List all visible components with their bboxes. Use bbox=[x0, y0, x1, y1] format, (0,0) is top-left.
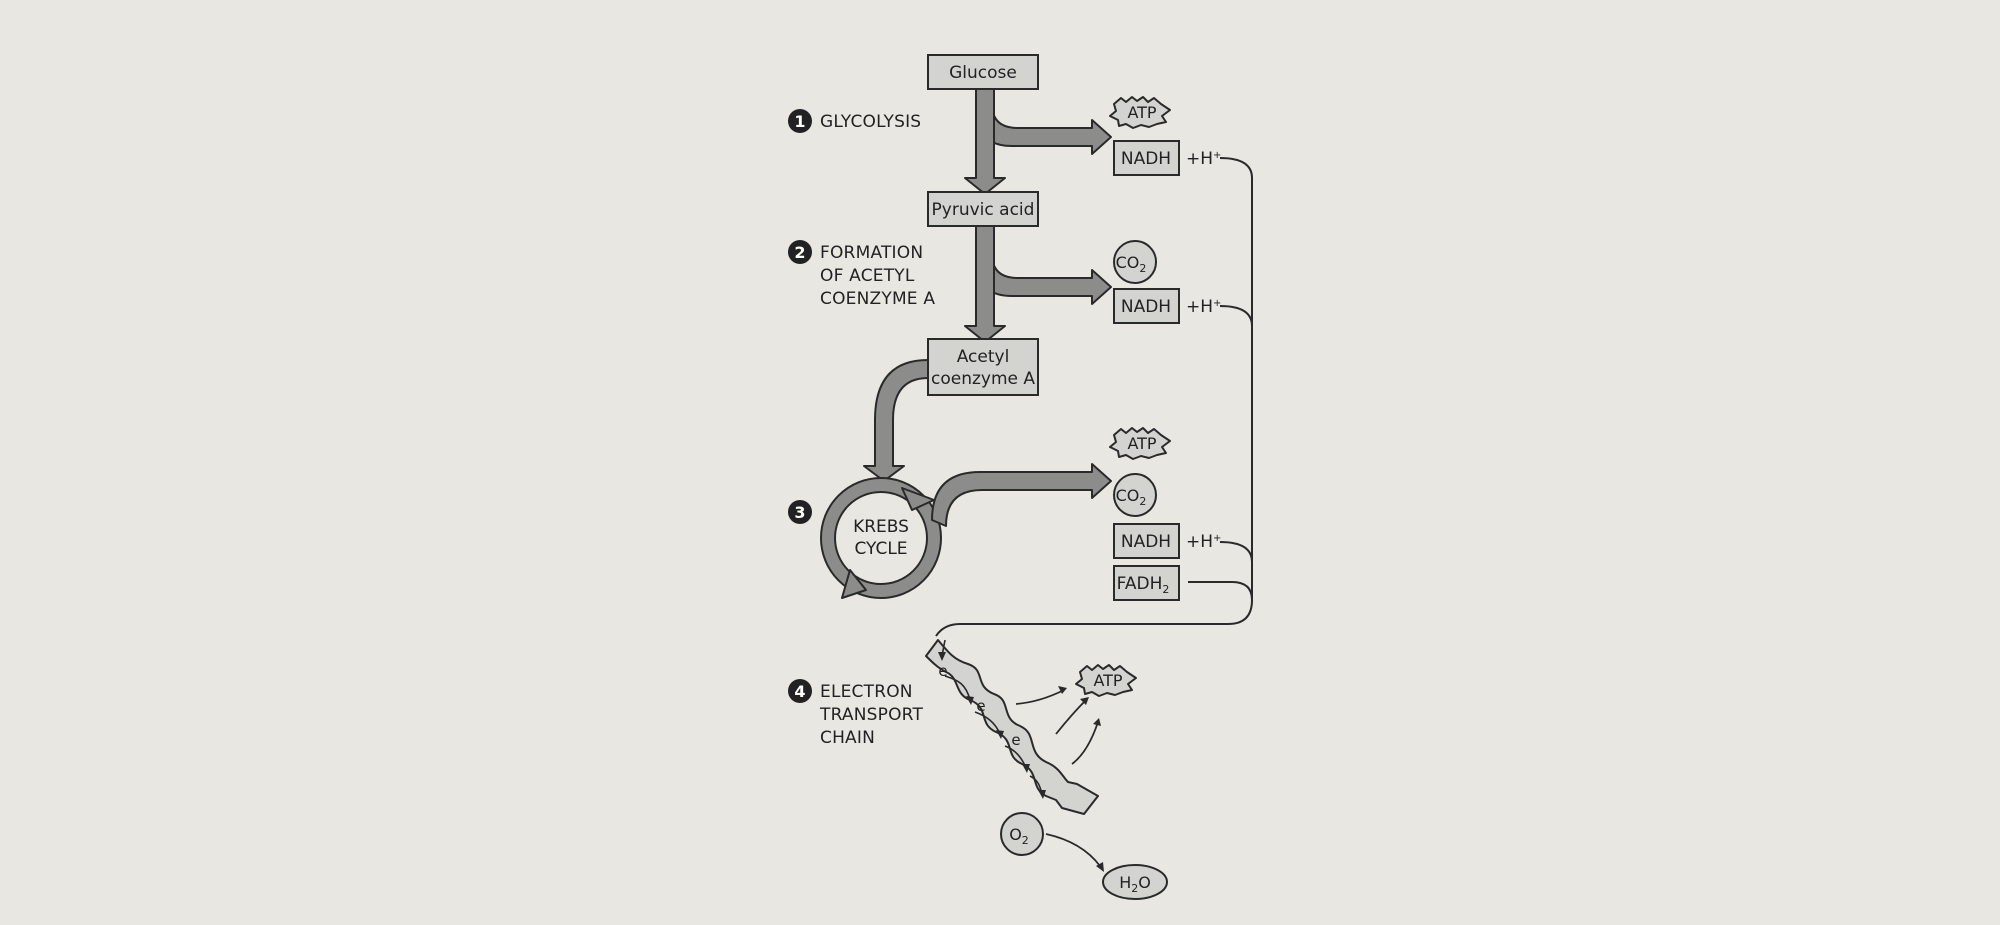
atp-2-label: ATP bbox=[1127, 434, 1156, 453]
pyruvic-acid-label: Pyruvic acid bbox=[932, 200, 1035, 220]
pyruvate-to-co2-arrow bbox=[979, 225, 1112, 305]
nadh-2-label: NADH bbox=[1121, 297, 1171, 317]
etc-wavy-band bbox=[925, 639, 1099, 815]
co2-circle-2: CO2 bbox=[1113, 473, 1157, 517]
krebs-cycle-arrowhead-top bbox=[901, 487, 935, 511]
acetyl-formation-arrows bbox=[964, 225, 1112, 343]
h-plus-2-base: +H bbox=[1186, 297, 1213, 317]
step-1-badge bbox=[788, 109, 812, 133]
nadh-box-1: NADH bbox=[1113, 140, 1180, 176]
etc-electron-path bbox=[941, 639, 1043, 795]
o2-to-water-arrow bbox=[1045, 833, 1104, 872]
fadh2-base: FADH bbox=[1117, 574, 1163, 594]
pyruvic-acid-node: Pyruvic acid bbox=[927, 191, 1039, 227]
svg-text:CO2: CO2 bbox=[1116, 486, 1147, 508]
h-plus-2-sup: + bbox=[1213, 298, 1221, 309]
step-3-label: 3 bbox=[788, 500, 812, 524]
electron-label-2: e bbox=[976, 697, 985, 715]
h-plus-3-sup: + bbox=[1213, 533, 1221, 544]
svg-text:H2O: H2O bbox=[1119, 873, 1151, 895]
h2o-ellipse: H2O bbox=[1102, 864, 1168, 900]
nadh-box-3: NADH bbox=[1113, 523, 1180, 559]
step-2-text-line1: FORMATION bbox=[820, 243, 923, 263]
glucose-label: Glucose bbox=[949, 63, 1017, 83]
glucose-to-atp-arrow bbox=[979, 87, 1112, 155]
svg-text:FADH2: FADH2 bbox=[1117, 574, 1170, 596]
pyruvate-to-acetyl-arrow bbox=[964, 225, 1006, 343]
co2-1-sub: 2 bbox=[1139, 262, 1146, 275]
h-plus-1-base: +H bbox=[1186, 149, 1213, 169]
h2o-sub: 2 bbox=[1131, 882, 1138, 895]
glycolysis-arrows bbox=[964, 87, 1112, 195]
svg-text:O2: O2 bbox=[1009, 825, 1029, 847]
o2-base: O bbox=[1009, 825, 1022, 844]
krebs-cycle-arrowhead-bottom bbox=[841, 569, 867, 599]
nadh-3-label: NADH bbox=[1121, 532, 1171, 552]
svg-text:+H+: +H+ bbox=[1186, 149, 1221, 169]
step-4-text-line1: ELECTRON bbox=[820, 682, 913, 702]
step-1-text: GLYCOLYSIS bbox=[820, 112, 921, 132]
svg-text:+H+: +H+ bbox=[1186, 297, 1221, 317]
step-2-number: 2 bbox=[794, 243, 805, 262]
step-1-label: 1 GLYCOLYSIS bbox=[788, 109, 921, 133]
etc-atp-arrowheads bbox=[1058, 686, 1101, 726]
h-plus-1-sup: + bbox=[1213, 150, 1221, 161]
electron-transport-chain: e e e bbox=[925, 639, 1101, 815]
co2-circle-1: CO2 bbox=[1113, 240, 1157, 284]
krebs-cycle: KREBS CYCLE bbox=[819, 463, 1112, 599]
acetyl-coenzyme-a-node: Acetyl coenzyme A bbox=[927, 338, 1039, 396]
krebs-cycle-label-line2: CYCLE bbox=[854, 539, 907, 559]
atp-badge-3: ATP bbox=[1075, 664, 1137, 697]
step-2-badge bbox=[788, 240, 812, 264]
h-plus-2: +H+ bbox=[1186, 297, 1221, 317]
h-plus-3: +H+ bbox=[1186, 532, 1221, 552]
svg-text:+H+: +H+ bbox=[1186, 532, 1221, 552]
fadh2-box: FADH2 bbox=[1113, 565, 1180, 601]
step-4-text-line3: CHAIN bbox=[820, 728, 875, 748]
h-plus-1: +H+ bbox=[1186, 149, 1221, 169]
krebs-to-products-arrow bbox=[931, 463, 1112, 527]
fadh2-sub: 2 bbox=[1162, 583, 1169, 596]
acetyl-coa-label-line1: Acetyl bbox=[957, 347, 1010, 367]
step-2-text-line2: OF ACETYL bbox=[820, 266, 915, 286]
step-3-number: 3 bbox=[794, 503, 805, 522]
nadh-box-2: NADH bbox=[1113, 288, 1180, 324]
acetyl-to-krebs-arrow bbox=[863, 359, 929, 482]
step-4-number: 4 bbox=[794, 682, 805, 701]
co2-2-base: CO bbox=[1116, 486, 1140, 505]
electron-carrier-bracket bbox=[935, 157, 1253, 637]
step-4-text-line2: TRANSPORT bbox=[819, 705, 923, 725]
acetyl-coa-label-line2: coenzyme A bbox=[931, 369, 1035, 389]
step-2-text-line3: COENZYME A bbox=[820, 289, 935, 309]
nadh-1-label: NADH bbox=[1121, 149, 1171, 169]
h2o-o: O bbox=[1138, 873, 1151, 892]
atp-badge-1: ATP bbox=[1109, 96, 1171, 129]
step-1-number: 1 bbox=[794, 112, 805, 131]
o2-sub: 2 bbox=[1022, 834, 1029, 847]
step-4-label: 4 ELECTRON TRANSPORT CHAIN bbox=[788, 679, 923, 748]
electron-label-3: e bbox=[1011, 731, 1020, 749]
krebs-cycle-label-line1: KREBS bbox=[853, 517, 909, 537]
atp-badge-2: ATP bbox=[1109, 427, 1171, 460]
co2-1-base: CO bbox=[1116, 253, 1140, 272]
o2-circle: O2 bbox=[1000, 812, 1044, 856]
h2o-h: H bbox=[1119, 873, 1131, 892]
step-3-badge bbox=[788, 500, 812, 524]
svg-text:CO2: CO2 bbox=[1116, 253, 1147, 275]
atp-1-label: ATP bbox=[1127, 103, 1156, 122]
atp-3-label: ATP bbox=[1093, 671, 1122, 690]
glucose-node: Glucose bbox=[927, 54, 1039, 90]
step-2-label: 2 FORMATION OF ACETYL COENZYME A bbox=[788, 240, 935, 309]
step-4-badge bbox=[788, 679, 812, 703]
co2-2-sub: 2 bbox=[1139, 495, 1146, 508]
electron-label-1: e bbox=[938, 662, 947, 680]
krebs-cycle-ring bbox=[819, 477, 943, 599]
glucose-to-pyruvate-arrow bbox=[964, 87, 1006, 195]
h-plus-3-base: +H bbox=[1186, 532, 1213, 552]
